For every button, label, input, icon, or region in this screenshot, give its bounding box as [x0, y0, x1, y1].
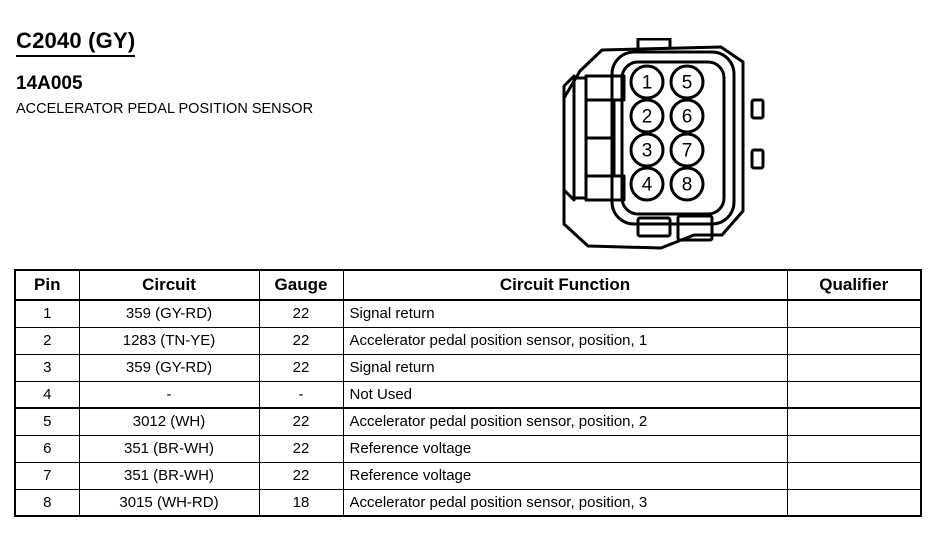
pin-label-2: 2 — [642, 107, 653, 128]
pin-label-5: 5 — [682, 73, 693, 94]
cell-function: Accelerator pedal position sensor, posit… — [342, 407, 788, 436]
cell-qualifier — [786, 299, 922, 328]
pin-circle-1 — [629, 64, 665, 100]
connector-cavity-inner — [620, 60, 726, 216]
connector-left-latch — [562, 74, 626, 202]
cell-gauge: 22 — [258, 461, 344, 490]
column-header-circuit: Circuit — [78, 269, 260, 301]
cell-gauge: 22 — [258, 326, 344, 355]
cell-function: Not Used — [342, 380, 788, 409]
pin-table: Pin Circuit Gauge Circuit Function Quali… — [14, 269, 922, 517]
cell-gauge: 22 — [258, 353, 344, 382]
pin-label-1: 1 — [642, 73, 653, 94]
cell-circuit: 351 (BR-WH) — [78, 434, 260, 463]
pin-circle-7 — [669, 132, 705, 168]
cell-qualifier — [786, 461, 922, 490]
connector-header: C2040 (GY) 14A005 ACCELERATOR PEDAL POSI… — [16, 28, 436, 118]
column-header-gauge: Gauge — [258, 269, 344, 301]
cell-pin: 5 — [14, 407, 80, 436]
cell-pin: 2 — [14, 326, 80, 355]
pin-circle-3 — [629, 132, 665, 168]
pin-label-6: 6 — [682, 107, 693, 128]
pin-circle-4 — [629, 166, 665, 202]
component-name: ACCELERATOR PEDAL POSITION SENSOR — [16, 101, 314, 117]
connector-outer-shell — [562, 45, 745, 250]
connector-top-tab — [636, 38, 672, 50]
table-row: 3 359 (GY-RD) 22 Signal return — [14, 353, 922, 382]
cell-function: Accelerator pedal position sensor, posit… — [342, 326, 788, 355]
connector-pin-circles — [629, 64, 705, 202]
table-row: 8 3015 (WH-RD) 18 Accelerator pedal posi… — [14, 488, 922, 517]
cell-pin: 1 — [14, 299, 80, 328]
cell-gauge: 18 — [258, 488, 344, 517]
cell-pin: 3 — [14, 353, 80, 382]
cell-qualifier — [786, 488, 922, 517]
cell-circuit: 359 (GY-RD) — [78, 353, 260, 382]
cell-circuit: 351 (BR-WH) — [78, 461, 260, 490]
cell-gauge: 22 — [258, 299, 344, 328]
table-row: 4 - - Not Used — [14, 380, 922, 409]
pin-label-3: 3 — [642, 141, 653, 162]
pin-table-container: Pin Circuit Gauge Circuit Function Quali… — [14, 269, 922, 517]
cell-function: Reference voltage — [342, 461, 788, 490]
table-header-row: Pin Circuit Gauge Circuit Function Quali… — [14, 269, 922, 301]
pin-circle-8 — [669, 166, 705, 202]
table-row: 6 351 (BR-WH) 22 Reference voltage — [14, 434, 922, 463]
part-number: 14A005 — [16, 73, 83, 94]
cell-qualifier — [786, 380, 922, 409]
pin-circle-5 — [669, 64, 705, 100]
column-header-function: Circuit Function — [342, 269, 788, 301]
cell-pin: 8 — [14, 488, 80, 517]
cell-function: Reference voltage — [342, 434, 788, 463]
pin-circle-2 — [629, 98, 665, 134]
connector-diagram: 1 2 3 4 5 6 7 8 — [540, 38, 800, 253]
connector-right-notches — [750, 98, 765, 170]
column-header-qualifier: Qualifier — [786, 269, 922, 301]
cell-gauge: - — [258, 380, 344, 409]
cell-pin: 7 — [14, 461, 80, 490]
cell-function: Accelerator pedal position sensor, posit… — [342, 488, 788, 517]
pin-label-8: 8 — [682, 175, 693, 196]
cell-circuit: 3012 (WH) — [78, 407, 260, 436]
cell-circuit: 3015 (WH-RD) — [78, 488, 260, 517]
cell-gauge: 22 — [258, 434, 344, 463]
column-header-pin: Pin — [14, 269, 80, 301]
pin-label-4: 4 — [642, 175, 653, 196]
cell-qualifier — [786, 434, 922, 463]
cell-function: Signal return — [342, 299, 788, 328]
cell-qualifier — [786, 353, 922, 382]
pin-label-7: 7 — [682, 141, 693, 162]
cell-circuit: - — [78, 380, 260, 409]
cell-pin: 4 — [14, 380, 80, 409]
table-row: 1 359 (GY-RD) 22 Signal return — [14, 299, 922, 328]
connector-bottom-tabs — [636, 214, 714, 242]
cell-qualifier — [786, 407, 922, 436]
cell-function: Signal return — [342, 353, 788, 382]
cell-pin: 6 — [14, 434, 80, 463]
cell-gauge: 22 — [258, 407, 344, 436]
cell-circuit: 359 (GY-RD) — [78, 299, 260, 328]
cell-circuit: 1283 (TN-YE) — [78, 326, 260, 355]
connector-pin-labels: 1 2 3 4 5 6 7 8 — [642, 73, 693, 196]
cell-qualifier — [786, 326, 922, 355]
table-row: 5 3012 (WH) 22 Accelerator pedal positio… — [14, 407, 922, 436]
table-row: 7 351 (BR-WH) 22 Reference voltage — [14, 461, 922, 490]
table-row: 2 1283 (TN-YE) 22 Accelerator pedal posi… — [14, 326, 922, 355]
connector-code: C2040 (GY) — [16, 28, 136, 57]
pin-circle-6 — [669, 98, 705, 134]
